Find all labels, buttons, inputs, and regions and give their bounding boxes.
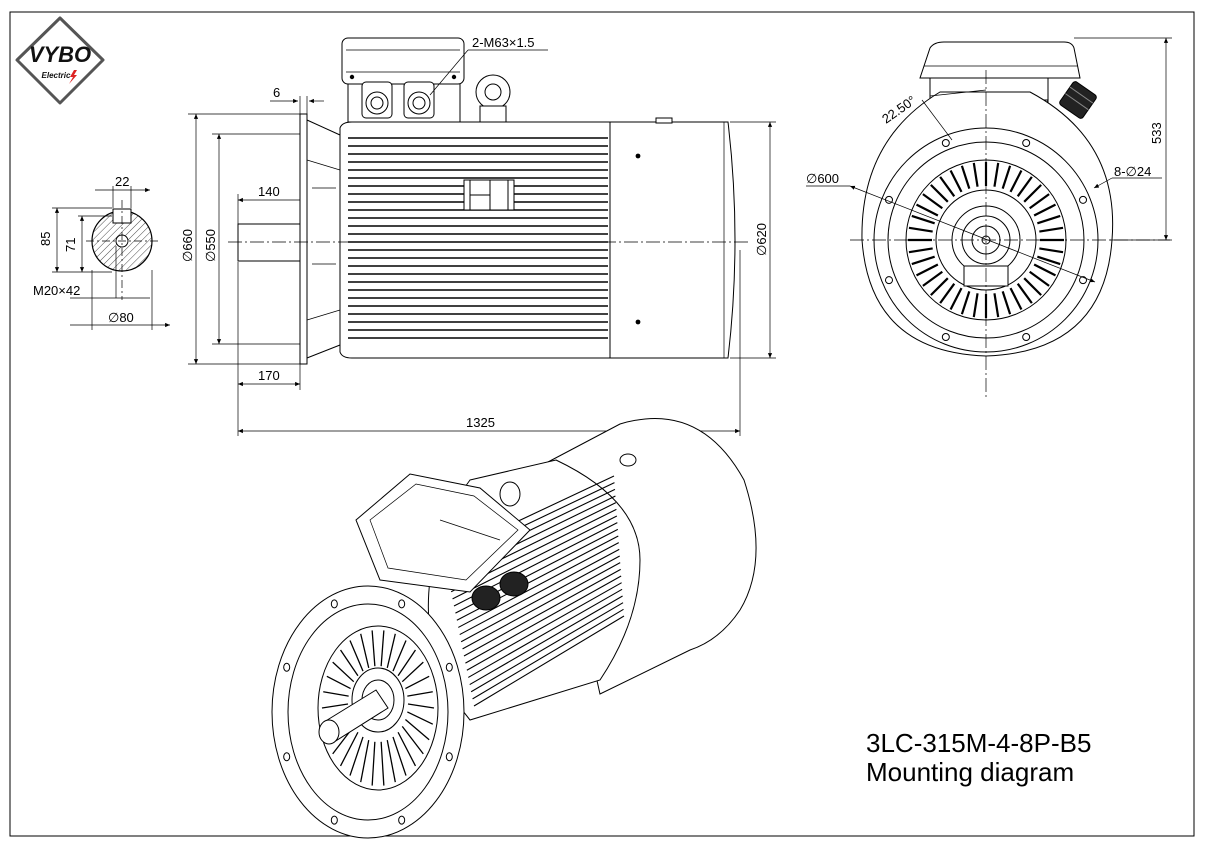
dim-shaft-length: 140 xyxy=(258,184,280,199)
radial-fin xyxy=(401,661,424,683)
radial-fin xyxy=(401,725,424,755)
radial-fin xyxy=(972,162,979,187)
radial-fin xyxy=(972,293,979,318)
motor-front-view xyxy=(850,41,1170,400)
radial-fin xyxy=(407,711,434,725)
radial-fin xyxy=(1001,291,1012,315)
dim-key-width: 22 xyxy=(115,174,129,189)
dim-bolt-holes: 8-∅24 xyxy=(1114,164,1151,179)
bolt-hole xyxy=(1079,195,1088,204)
radial-fin xyxy=(407,691,433,697)
radial-fin xyxy=(386,633,396,669)
drawing-frame xyxy=(9,11,1195,837)
dim-center-thread: M20×42 xyxy=(33,283,80,298)
dim-spigot-diameter: ∅550 xyxy=(203,229,218,262)
bolt-hole xyxy=(445,752,453,762)
bolt-hole xyxy=(283,662,291,672)
radial-fin xyxy=(960,165,971,189)
dim-shaft-extension: 170 xyxy=(258,368,280,383)
diagram-subtitle: Mounting diagram xyxy=(866,757,1074,787)
radial-fin xyxy=(360,740,370,783)
bolt-hole xyxy=(941,333,950,342)
cooling-fin xyxy=(452,515,618,600)
cooling-fin xyxy=(462,562,621,650)
dim-shaft-center-height: 71 xyxy=(63,238,78,252)
bolt-hole xyxy=(398,815,406,825)
motor-side-view xyxy=(228,37,750,365)
radial-fin xyxy=(1016,283,1033,304)
dim-gland-note: 2-M63×1.5 xyxy=(472,35,535,50)
cooling-fin xyxy=(460,555,620,643)
cooling-fin xyxy=(458,542,620,628)
radial-fin xyxy=(397,649,417,677)
radial-fin xyxy=(407,703,435,709)
dim-flange-diameter: ∅660 xyxy=(180,229,195,262)
radial-fin xyxy=(371,741,376,786)
radial-fin xyxy=(360,633,370,669)
radial-fin xyxy=(326,675,351,690)
radial-fin xyxy=(380,630,385,667)
model-title: 3LC-315M-4-8P-B5 xyxy=(866,728,1091,758)
cooling-fin xyxy=(463,568,621,657)
radial-fin xyxy=(386,740,396,783)
cooling-fin xyxy=(469,595,623,686)
dim-pcd-diameter: ∅600 xyxy=(806,171,839,186)
radial-fin xyxy=(993,293,1000,318)
radial-fin xyxy=(392,736,407,776)
logo-subtext: Electric xyxy=(42,71,71,80)
cooling-fin xyxy=(468,588,623,678)
logo-text: VYBO xyxy=(29,42,91,67)
radial-fin xyxy=(405,675,430,690)
radial-fin xyxy=(1001,165,1012,189)
cooling-fin xyxy=(473,615,625,707)
radial-fin xyxy=(397,731,417,767)
radial-fin xyxy=(339,731,359,767)
radial-fin xyxy=(380,741,385,786)
radial-fin xyxy=(404,718,430,741)
bolt-hole xyxy=(884,276,893,285)
radial-fin xyxy=(993,162,1000,187)
side-view-dimensions xyxy=(188,49,776,436)
cooling-fin xyxy=(472,608,624,700)
bolt-hole xyxy=(330,599,338,609)
bolt-hole xyxy=(1022,333,1031,342)
radial-fin xyxy=(349,640,364,672)
cooling-fin xyxy=(459,548,620,636)
dim-shaft-diameter: ∅80 xyxy=(108,310,134,325)
radial-fin xyxy=(392,640,407,672)
radial-fin xyxy=(371,630,376,667)
dim-total-length: 1325 xyxy=(466,415,495,430)
brand-logo: VYBO Electric xyxy=(15,16,105,105)
dim-key-height: 85 xyxy=(38,232,53,246)
dim-flange-thickness: 6 xyxy=(273,85,280,100)
bolt-hole xyxy=(941,138,950,147)
radial-fin xyxy=(321,703,349,709)
radial-fin xyxy=(1009,287,1023,310)
dim-body-diameter: ∅620 xyxy=(754,223,769,256)
radial-fin xyxy=(349,736,364,776)
motor-isometric-view xyxy=(271,417,757,839)
cooling-fin xyxy=(465,575,622,664)
bolt-hole xyxy=(1022,138,1031,147)
bolt-hole xyxy=(445,662,453,672)
radial-fin xyxy=(960,291,971,315)
radial-fin xyxy=(339,649,359,677)
cooling-fin xyxy=(466,582,622,671)
radial-fin xyxy=(323,691,349,697)
radial-fin xyxy=(939,283,956,304)
radial-fin xyxy=(949,287,963,310)
bolt-hole xyxy=(398,599,406,609)
bolt-hole xyxy=(1079,276,1088,285)
front-view-dimensions xyxy=(806,37,1172,283)
shaft-end-view xyxy=(52,186,170,330)
cooling-fin xyxy=(470,602,624,693)
dim-total-height: 533 xyxy=(1149,122,1164,144)
radial-fin xyxy=(332,661,355,683)
bolt-hole xyxy=(283,752,291,762)
bolt-hole xyxy=(330,815,338,825)
